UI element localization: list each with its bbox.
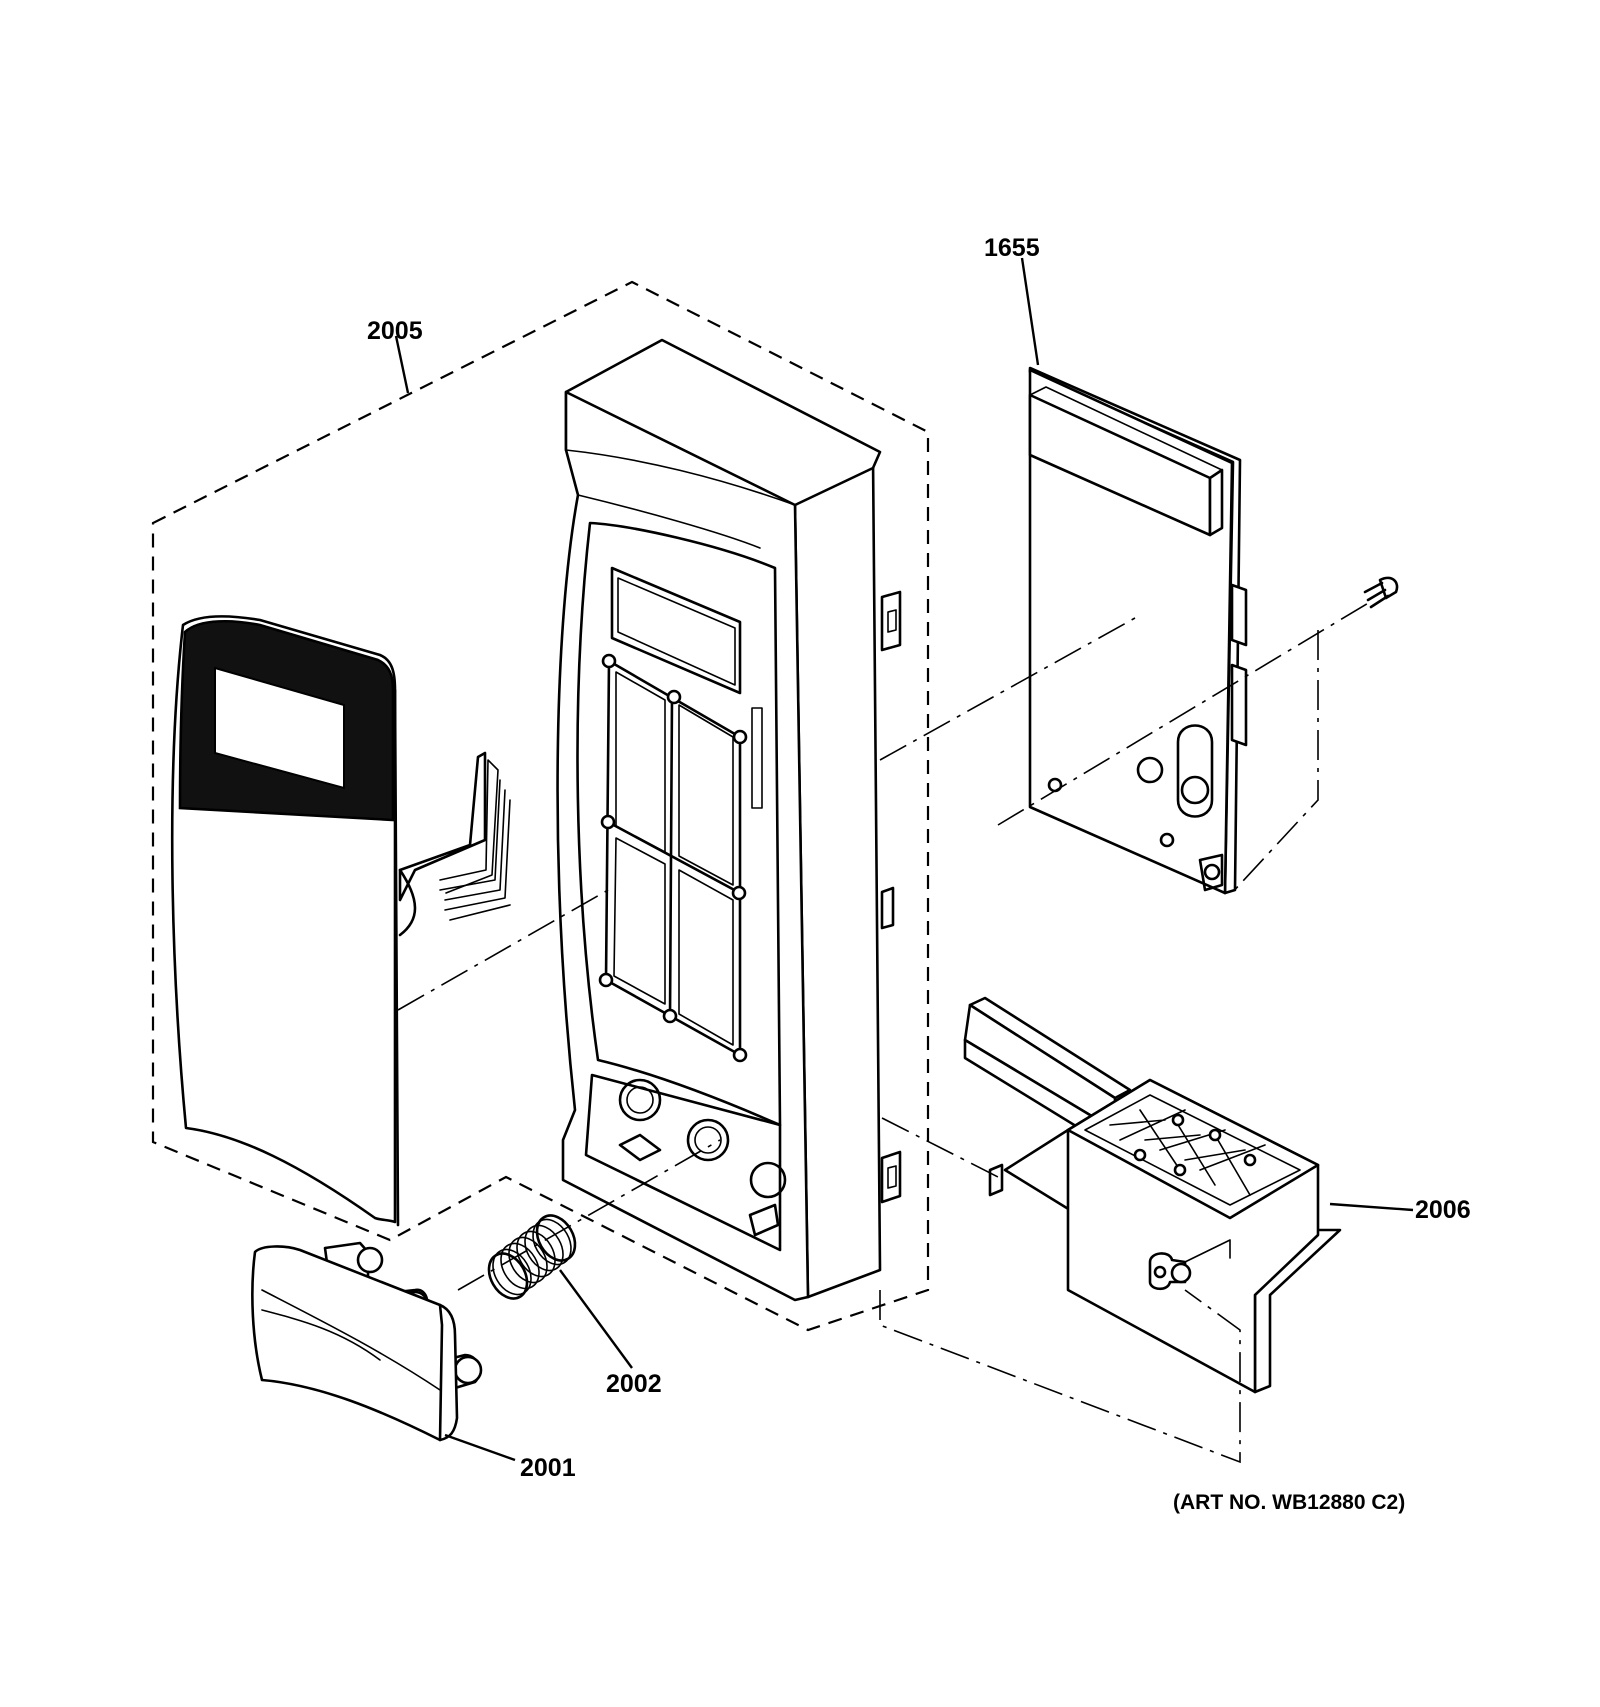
spring-2002 — [487, 1214, 577, 1300]
callout-2005: 2005 — [367, 317, 423, 345]
callout-2006: 2006 — [1415, 1196, 1471, 1224]
control-board-1655 — [1028, 366, 1248, 895]
screw — [1363, 576, 1399, 609]
art-number: (ART NO. WB12880 C2) — [1173, 1491, 1405, 1514]
alignment-lines — [397, 601, 1371, 1464]
callout-2001: 2001 — [520, 1454, 576, 1482]
callout-2002: 2002 — [606, 1370, 662, 1398]
callout-1655: 1655 — [984, 234, 1040, 262]
callout-labels: 1655 2005 2006 2002 2001 — [367, 234, 1471, 1482]
control-panel-frame — [556, 338, 902, 1302]
keypad-grid — [598, 653, 748, 1063]
door-button-2001 — [251, 1241, 483, 1442]
latch-assembly-2006 — [963, 996, 1342, 1394]
assembly-boundary-2005 — [151, 280, 930, 1332]
leader-lines — [394, 257, 1414, 1462]
touch-panel-overlay — [170, 615, 511, 1227]
